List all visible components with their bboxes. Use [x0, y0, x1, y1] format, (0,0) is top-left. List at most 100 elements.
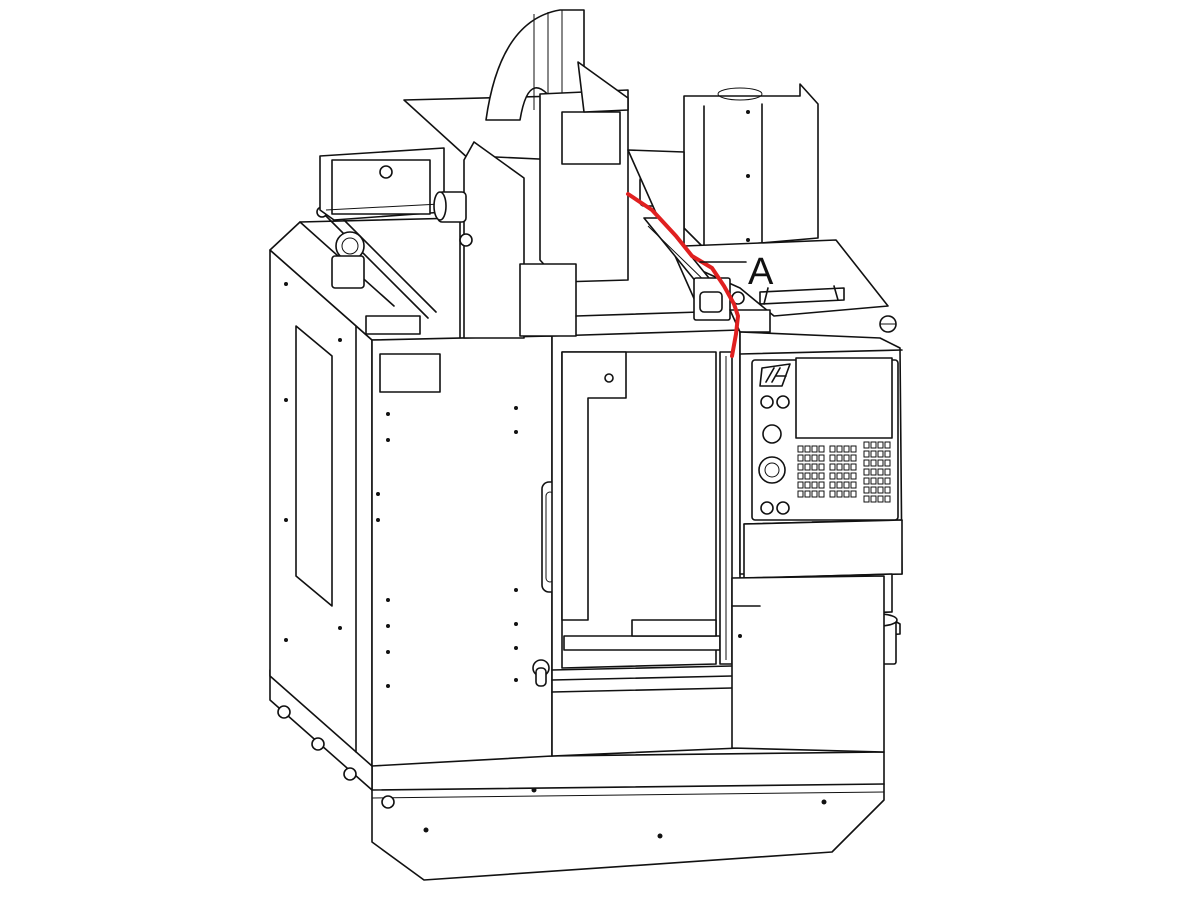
keypad-key — [829, 472, 836, 480]
keypad-key — [884, 441, 891, 449]
keypad-key — [877, 468, 884, 476]
keypad-key — [818, 490, 825, 498]
control-pendant — [739, 315, 903, 617]
jog-handle — [758, 456, 786, 484]
keypad-key — [870, 495, 877, 503]
x-axis-motor-left — [433, 191, 473, 247]
keypad-key — [870, 486, 877, 494]
keypad-key — [818, 472, 825, 480]
keypad-key — [863, 477, 870, 485]
table-vise — [631, 619, 717, 637]
keypad-key — [843, 454, 850, 462]
haas-logo-icon — [759, 363, 791, 387]
keypad-key — [836, 445, 843, 453]
keypad-key — [804, 463, 811, 471]
keypad-key — [836, 463, 843, 471]
keypad-key — [797, 445, 804, 453]
keypad-key — [870, 468, 877, 476]
keypad-key — [804, 454, 811, 462]
keypad-key — [804, 472, 811, 480]
keypad-key — [836, 481, 843, 489]
keypad-key — [818, 481, 825, 489]
enclosure-opening — [551, 329, 741, 757]
keypad-key — [804, 445, 811, 453]
keypad-key — [877, 495, 884, 503]
callout-a: A — [699, 251, 774, 293]
keypad-key — [811, 454, 818, 462]
top-right-box — [683, 83, 819, 249]
keypad-key — [877, 450, 884, 458]
roof-block — [365, 315, 421, 335]
back-left-box — [319, 147, 445, 221]
keypad-key — [829, 463, 836, 471]
keypad-key — [843, 481, 850, 489]
keypad-key — [850, 481, 857, 489]
cable-cover-block — [693, 277, 771, 333]
keypad-key — [863, 468, 870, 476]
roof-left — [269, 205, 461, 341]
keypad-key — [863, 459, 870, 467]
keypad-key — [804, 481, 811, 489]
keypad-key — [877, 459, 884, 467]
keypad-key — [829, 490, 836, 498]
keypad-key — [870, 459, 877, 467]
keypad-key — [804, 490, 811, 498]
keypad-key — [863, 495, 870, 503]
keypad-key — [850, 490, 857, 498]
keypad-key — [843, 445, 850, 453]
keypad-key — [877, 441, 884, 449]
keypad-key — [797, 463, 804, 471]
keypad-key — [797, 490, 804, 498]
keypad-key — [884, 459, 891, 467]
keypad-key — [870, 477, 877, 485]
keypad-key — [843, 472, 850, 480]
keypad-key — [877, 477, 884, 485]
keypad-key — [797, 472, 804, 480]
spindle-column — [403, 9, 701, 339]
keypad-key — [797, 454, 804, 462]
keypad-key — [884, 450, 891, 458]
keypad-key — [818, 463, 825, 471]
keypad-key — [863, 450, 870, 458]
head-cover — [561, 111, 621, 165]
keypad-key — [850, 463, 857, 471]
keypad-key — [836, 472, 843, 480]
front-left-panel — [371, 335, 559, 767]
keypad-key — [850, 472, 857, 480]
keypad-key — [829, 481, 836, 489]
label-plate — [379, 353, 441, 393]
keypad-key — [829, 445, 836, 453]
keypad-key — [811, 490, 818, 498]
keypad-key — [811, 481, 818, 489]
keypad-key — [870, 441, 877, 449]
keypad-key — [836, 490, 843, 498]
keypad-key — [829, 454, 836, 462]
keypad-key — [870, 450, 877, 458]
keypad-key — [811, 463, 818, 471]
keypad-key — [843, 490, 850, 498]
keypad-key — [811, 472, 818, 480]
keypad-key — [836, 454, 843, 462]
keypad-key — [863, 486, 870, 494]
callout-label: A — [748, 251, 774, 293]
keypad-key — [884, 468, 891, 476]
cable-route-highlight — [626, 192, 740, 358]
keypad — [797, 441, 891, 503]
keypad-key — [818, 454, 825, 462]
control-screen — [795, 357, 893, 439]
control-knob-icon — [762, 424, 782, 444]
keypad-key — [843, 463, 850, 471]
keypad-key — [863, 441, 870, 449]
side-window — [295, 325, 333, 607]
keypad-key — [884, 486, 891, 494]
right-front-panel — [731, 575, 885, 753]
keypad-key — [850, 454, 857, 462]
keypad-key — [818, 445, 825, 453]
keypad-key — [850, 445, 857, 453]
keypad-key — [877, 486, 884, 494]
machine-base — [269, 669, 885, 881]
keypad-key — [797, 481, 804, 489]
left-side-panel — [269, 249, 373, 767]
